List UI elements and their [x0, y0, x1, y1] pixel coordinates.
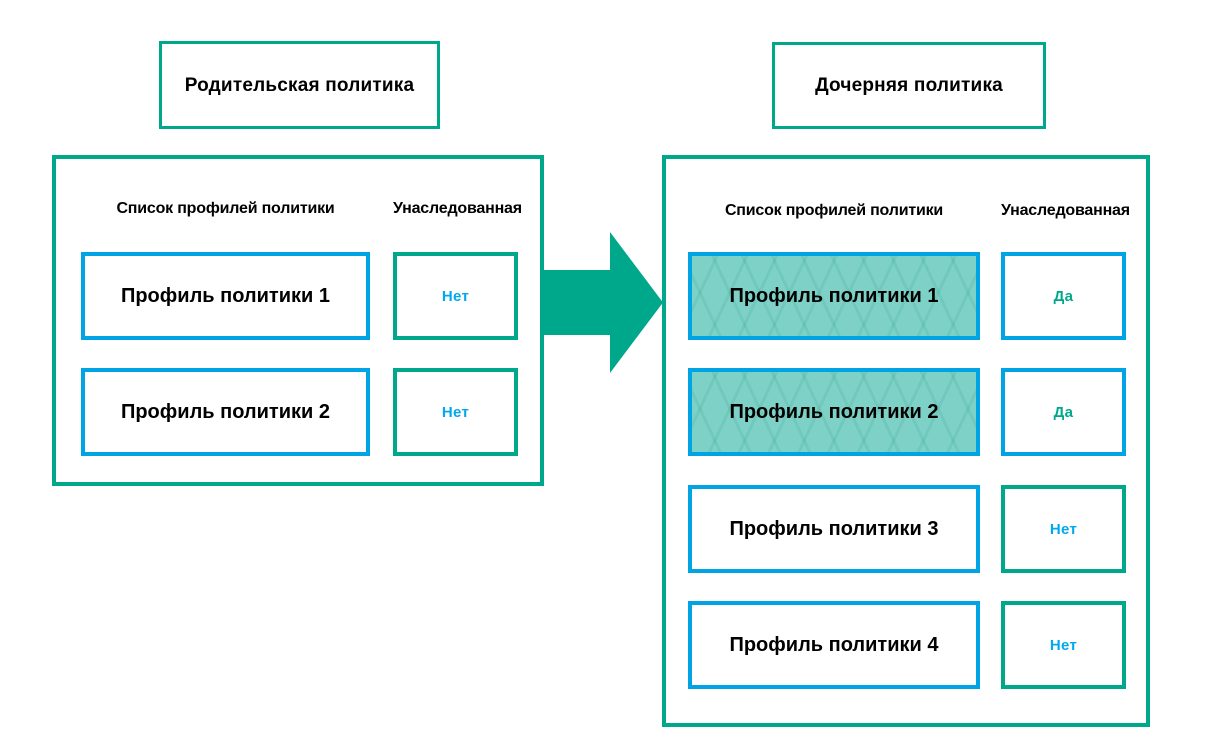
- parent-policy-panel: Список профилей политики Унаследованная …: [52, 155, 544, 486]
- inheritance-arrow-icon: [544, 232, 663, 373]
- child-inherited-status-3-box: Нет: [1001, 485, 1126, 573]
- parent-profiles-list-header: Список профилей политики: [116, 200, 335, 217]
- child-inherited-header: Унаследованная: [1001, 202, 1130, 219]
- child-policy-panel: Список профилей политики Унаследованная …: [662, 155, 1150, 727]
- child-policy-title-label: Дочерняя политика: [815, 75, 1003, 96]
- parent-policy-profile-1-box: Профиль политики 1: [81, 252, 370, 340]
- parent-policy-profile-2-box: Профиль политики 2: [81, 368, 370, 456]
- child-inherited-status-1-box: Да: [1001, 252, 1126, 340]
- child-inherited-status-4-box: Нет: [1001, 601, 1126, 689]
- child-policy-profile-3-box: Профиль политики 3: [688, 485, 980, 573]
- parent-policy-title-label: Родительская политика: [184, 74, 415, 96]
- child-policy-profile-1-box: Профиль политики 1: [688, 252, 980, 340]
- child-policy-profile-2-box: Профиль политики 2: [688, 368, 980, 456]
- child-inherited-status-2-box: Да: [1001, 368, 1126, 456]
- parent-policy-title: Родительская политика: [159, 41, 440, 129]
- parent-inherited-status-2-box: Нет: [393, 368, 518, 456]
- child-policy-title: Дочерняя политика: [772, 42, 1046, 129]
- child-policy-profile-4-box: Профиль политики 4: [688, 601, 980, 689]
- parent-inherited-header: Унаследованная: [393, 200, 522, 217]
- parent-inherited-status-1-box: Нет: [393, 252, 518, 340]
- child-profiles-list-header: Список профилей политики: [724, 202, 944, 219]
